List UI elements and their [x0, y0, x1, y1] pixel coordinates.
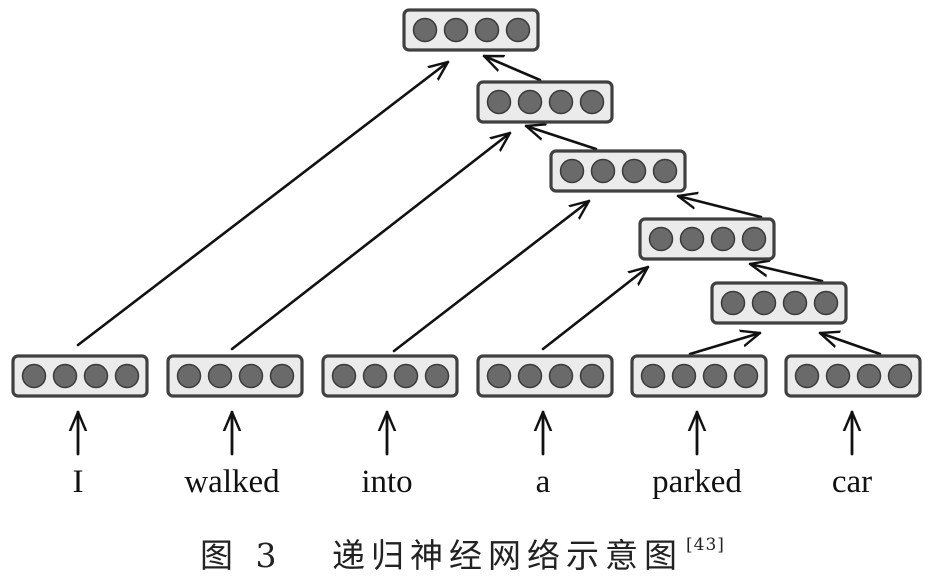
vector-node: [331, 363, 357, 389]
vector-box: [321, 354, 459, 398]
vector-node: [702, 363, 728, 389]
internal-vector-a-parked-car: [638, 217, 776, 261]
vector-box: [784, 354, 922, 398]
figure-caption: 图 3 递归神经网络示意图 [43]: [200, 535, 725, 575]
vector-node: [794, 363, 820, 389]
vector-box: [402, 8, 540, 52]
vector-node: [505, 17, 531, 43]
vector-box: [11, 354, 149, 398]
vector-node: [393, 363, 419, 389]
vector-node: [362, 363, 388, 389]
leaf-vector-I: [11, 354, 149, 398]
word-label: walked: [184, 464, 280, 500]
vector-box: [476, 354, 614, 398]
vector-node: [443, 17, 469, 43]
vector-node: [207, 363, 233, 389]
vector-box: [630, 354, 768, 398]
vector-node: [640, 363, 666, 389]
vector-node: [548, 89, 574, 115]
vector-node: [486, 89, 512, 115]
edge-I-to-root: [76, 62, 448, 347]
vector-node: [238, 363, 264, 389]
vector-node: [590, 158, 616, 184]
word-arrows: [78, 410, 852, 456]
vector-node: [813, 290, 839, 316]
vector-node: [83, 363, 109, 389]
vector-node: [486, 363, 512, 389]
edge-a-parked-car-to-parent: [678, 196, 763, 219]
vector-node: [114, 363, 140, 389]
vector-box: [638, 217, 776, 261]
edge-parked-car-to-parent: [750, 264, 824, 283]
vector-node: [887, 363, 913, 389]
vector-node: [671, 363, 697, 389]
edge-walked-to-parent: [230, 133, 510, 351]
leaf-vector-parked: [630, 354, 768, 398]
vector-node: [424, 363, 450, 389]
vector-node: [176, 363, 202, 389]
word-label: car: [832, 464, 872, 500]
edge-a-to-parent: [541, 267, 648, 351]
vector-node: [579, 363, 605, 389]
vector-node: [741, 226, 767, 252]
internal-vector-into-a-parked-car: [549, 149, 687, 193]
vector-box: [710, 281, 848, 325]
vector-box: [549, 149, 687, 193]
edge-car-to-parent: [820, 333, 882, 356]
word-labels: I walked into a parked car: [73, 464, 873, 500]
vector-node: [52, 363, 78, 389]
vector-node: [720, 290, 746, 316]
edge-into-a-parked-car-to-parent: [526, 126, 598, 151]
vector-node: [269, 363, 295, 389]
vector-node: [679, 226, 705, 252]
vector-node: [474, 17, 500, 43]
leaf-vector-car: [784, 354, 922, 398]
vector-node: [21, 363, 47, 389]
vector-box: [476, 80, 614, 124]
edge-into-to-parent: [392, 201, 589, 353]
internal-vector-parked-car: [710, 281, 848, 325]
vector-node: [559, 158, 585, 184]
vector-box: [166, 354, 304, 398]
word-label: I: [73, 464, 84, 500]
edges: [76, 54, 882, 356]
vector-node: [652, 158, 678, 184]
edge-parked-to-parent: [688, 333, 760, 356]
vector-node: [710, 226, 736, 252]
vectors: [11, 8, 922, 398]
vector-node: [782, 290, 808, 316]
edge-walked-into-to-root: [484, 54, 542, 82]
vector-node: [751, 290, 777, 316]
leaf-vector-walked: [166, 354, 304, 398]
word-label: parked: [652, 464, 742, 500]
root-vector: [402, 8, 540, 52]
vector-node: [517, 89, 543, 115]
vector-node: [579, 89, 605, 115]
vector-node: [517, 363, 543, 389]
caption-text: 图 3 递归神经网络示意图: [200, 536, 683, 575]
vector-node: [648, 226, 674, 252]
leaf-vector-a: [476, 354, 614, 398]
vector-node: [621, 158, 647, 184]
leaf-vector-into: [321, 354, 459, 398]
word-label: a: [536, 464, 551, 500]
vector-node: [548, 363, 574, 389]
word-label: into: [361, 464, 412, 500]
internal-vector-walked-into-a-parked-car: [476, 80, 614, 124]
vector-node: [856, 363, 882, 389]
vector-node: [825, 363, 851, 389]
vector-node: [733, 363, 759, 389]
caption-reference: [43]: [686, 535, 725, 555]
vector-node: [412, 17, 438, 43]
